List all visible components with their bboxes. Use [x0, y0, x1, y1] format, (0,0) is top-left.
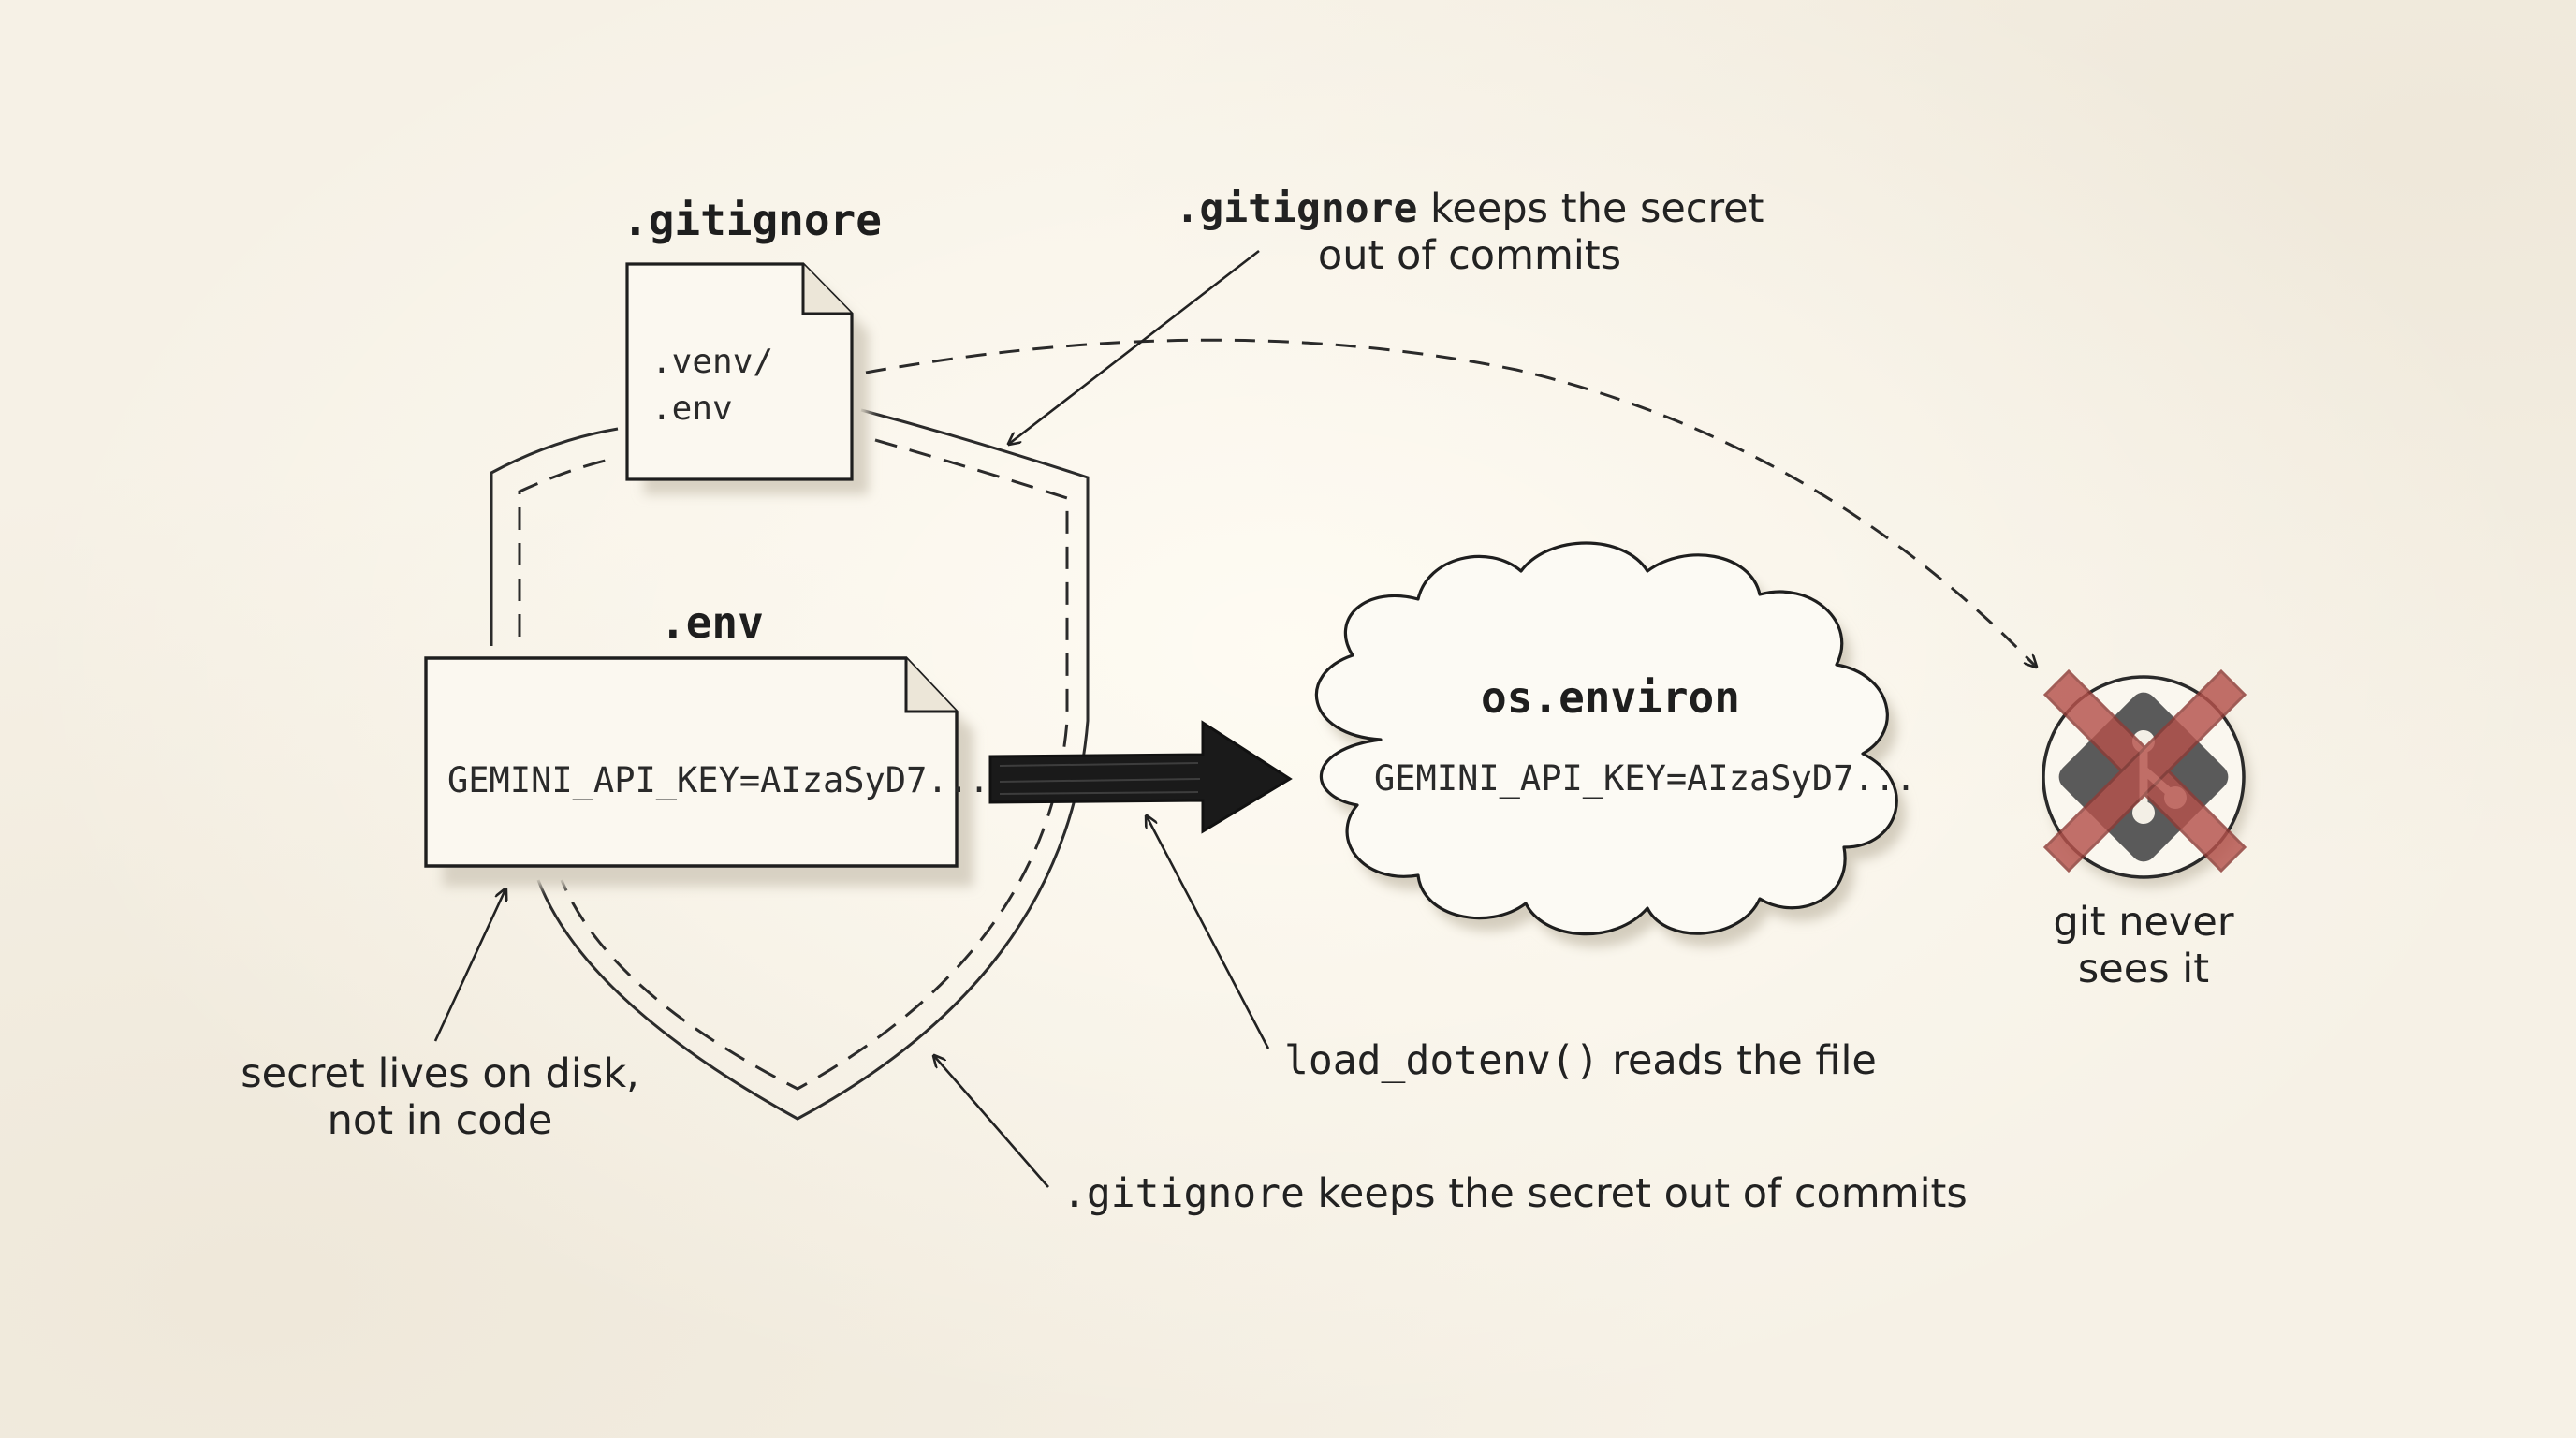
gitignore-file-title: .gitignore: [622, 195, 882, 245]
top-note-line1: keeps the secret: [1417, 185, 1764, 232]
top-note-code: .gitignore: [1175, 185, 1418, 232]
env-file-icon: [424, 656, 973, 887]
secret-note-pointer: [433, 889, 505, 1042]
gitignore-line-venv: .venv/: [651, 343, 774, 381]
load-arrow: [988, 720, 1293, 834]
gitignore-file-icon: [625, 262, 869, 494]
top-note-pointer: [1009, 249, 1260, 444]
shield-icon: [490, 408, 1090, 1121]
load-note-pointer: [1147, 816, 1270, 1049]
top-note-line2: out of commits: [1317, 232, 1622, 279]
os-environ-content: GEMINI_API_KEY=AIzaSyD7...: [1374, 758, 1917, 799]
os-environ-cloud-icon: [1315, 541, 1907, 947]
env-file-content: GEMINI_API_KEY=AIzaSyD7...: [447, 760, 990, 800]
gitignore-to-git-arrow: [865, 338, 2036, 667]
top-note: .gitignore keeps the secret out of commi…: [1151, 185, 1788, 279]
load-note: load_dotenv() reads the file: [1284, 1037, 1877, 1084]
secret-note-line1: secret lives on disk,: [241, 1050, 639, 1097]
gitignore-line-env: .env: [651, 389, 733, 428]
bottom-note-code: .gitignore: [1062, 1170, 1305, 1217]
bottom-note-text: keeps the secret out of commits: [1304, 1170, 1968, 1217]
red-cross-icon: [2042, 668, 2247, 873]
os-environ-title: os.environ: [1481, 672, 1740, 723]
git-note-line2: sees it: [2077, 946, 2210, 992]
secret-note: secret lives on disk, not in code: [211, 1050, 669, 1144]
git-note: git never sees it: [2003, 899, 2284, 992]
env-file-title: .env: [660, 597, 764, 648]
git-note-line1: git never: [2053, 899, 2234, 946]
load-note-text: reads the file: [1599, 1037, 1877, 1084]
bottom-note: .gitignore keeps the secret out of commi…: [1062, 1170, 1968, 1217]
bottom-note-pointer: [934, 1056, 1049, 1188]
secret-note-line2: not in code: [327, 1097, 553, 1144]
load-note-code: load_dotenv(): [1284, 1037, 1600, 1084]
